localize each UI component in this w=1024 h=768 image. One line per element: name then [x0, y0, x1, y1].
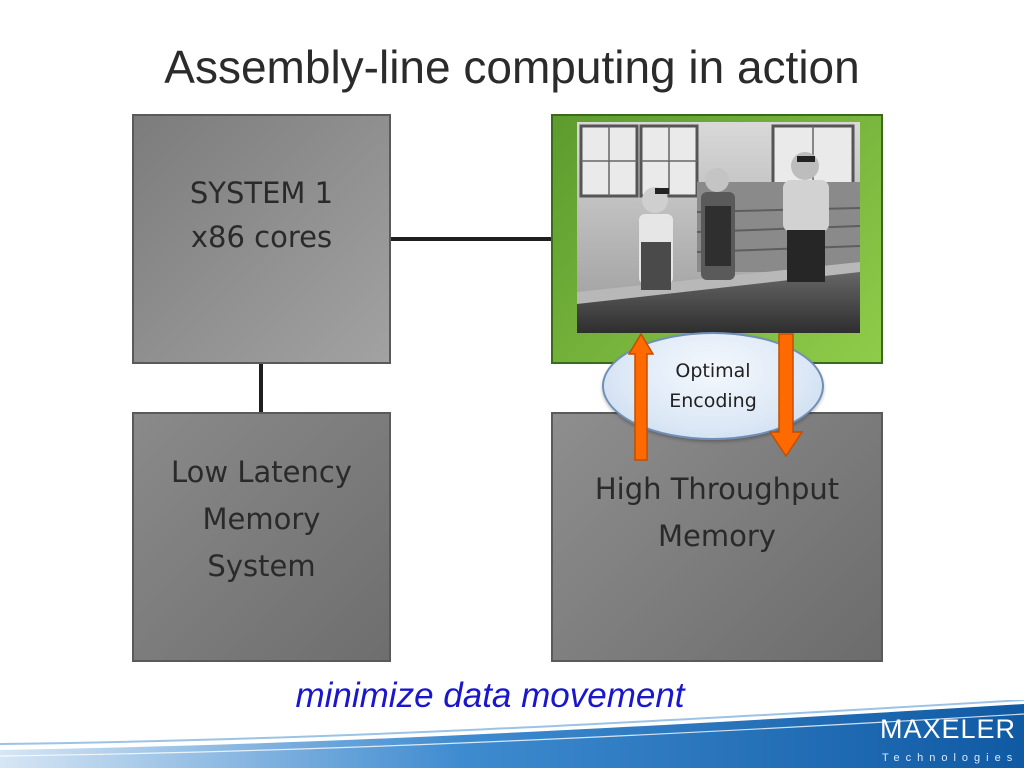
- slide-title: Assembly-line computing in action: [164, 41, 860, 93]
- low-latency-line-3: System: [207, 548, 316, 583]
- encoding-line-1: Optimal: [675, 360, 751, 382]
- connector-system-to-memory: [259, 364, 263, 412]
- system-1-box: SYSTEM 1 x86 cores: [132, 114, 391, 364]
- low-latency-line-1: Low Latency: [171, 454, 352, 489]
- logo-sub-text: Technologies: [882, 752, 1019, 764]
- low-latency-line-2: Memory: [202, 501, 321, 536]
- high-throughput-line-1: High Throughput: [594, 472, 840, 506]
- dataflow-engine-box: [551, 114, 883, 364]
- system-1-label: SYSTEM 1: [189, 176, 334, 210]
- low-latency-memory-box: Low Latency Memory System: [132, 412, 391, 662]
- arrow-up-icon: [628, 332, 654, 461]
- high-throughput-line-2: Memory: [658, 519, 776, 553]
- encoding-line-2: Encoding: [669, 390, 757, 412]
- logo-main-text: MAXELER: [880, 714, 1017, 744]
- footer-caption: minimize data movement: [295, 676, 685, 715]
- system-1-cores-label: x86 cores: [190, 220, 333, 254]
- maxeler-logo: MAXELER Technologies: [876, 714, 1016, 766]
- arrow-down-icon: [769, 333, 803, 458]
- footer-swoosh: [0, 700, 1024, 768]
- assembly-line-photo: [577, 122, 860, 333]
- connector-system-to-dataflow: [391, 237, 551, 241]
- high-throughput-memory-box: High Throughput Memory: [551, 412, 883, 662]
